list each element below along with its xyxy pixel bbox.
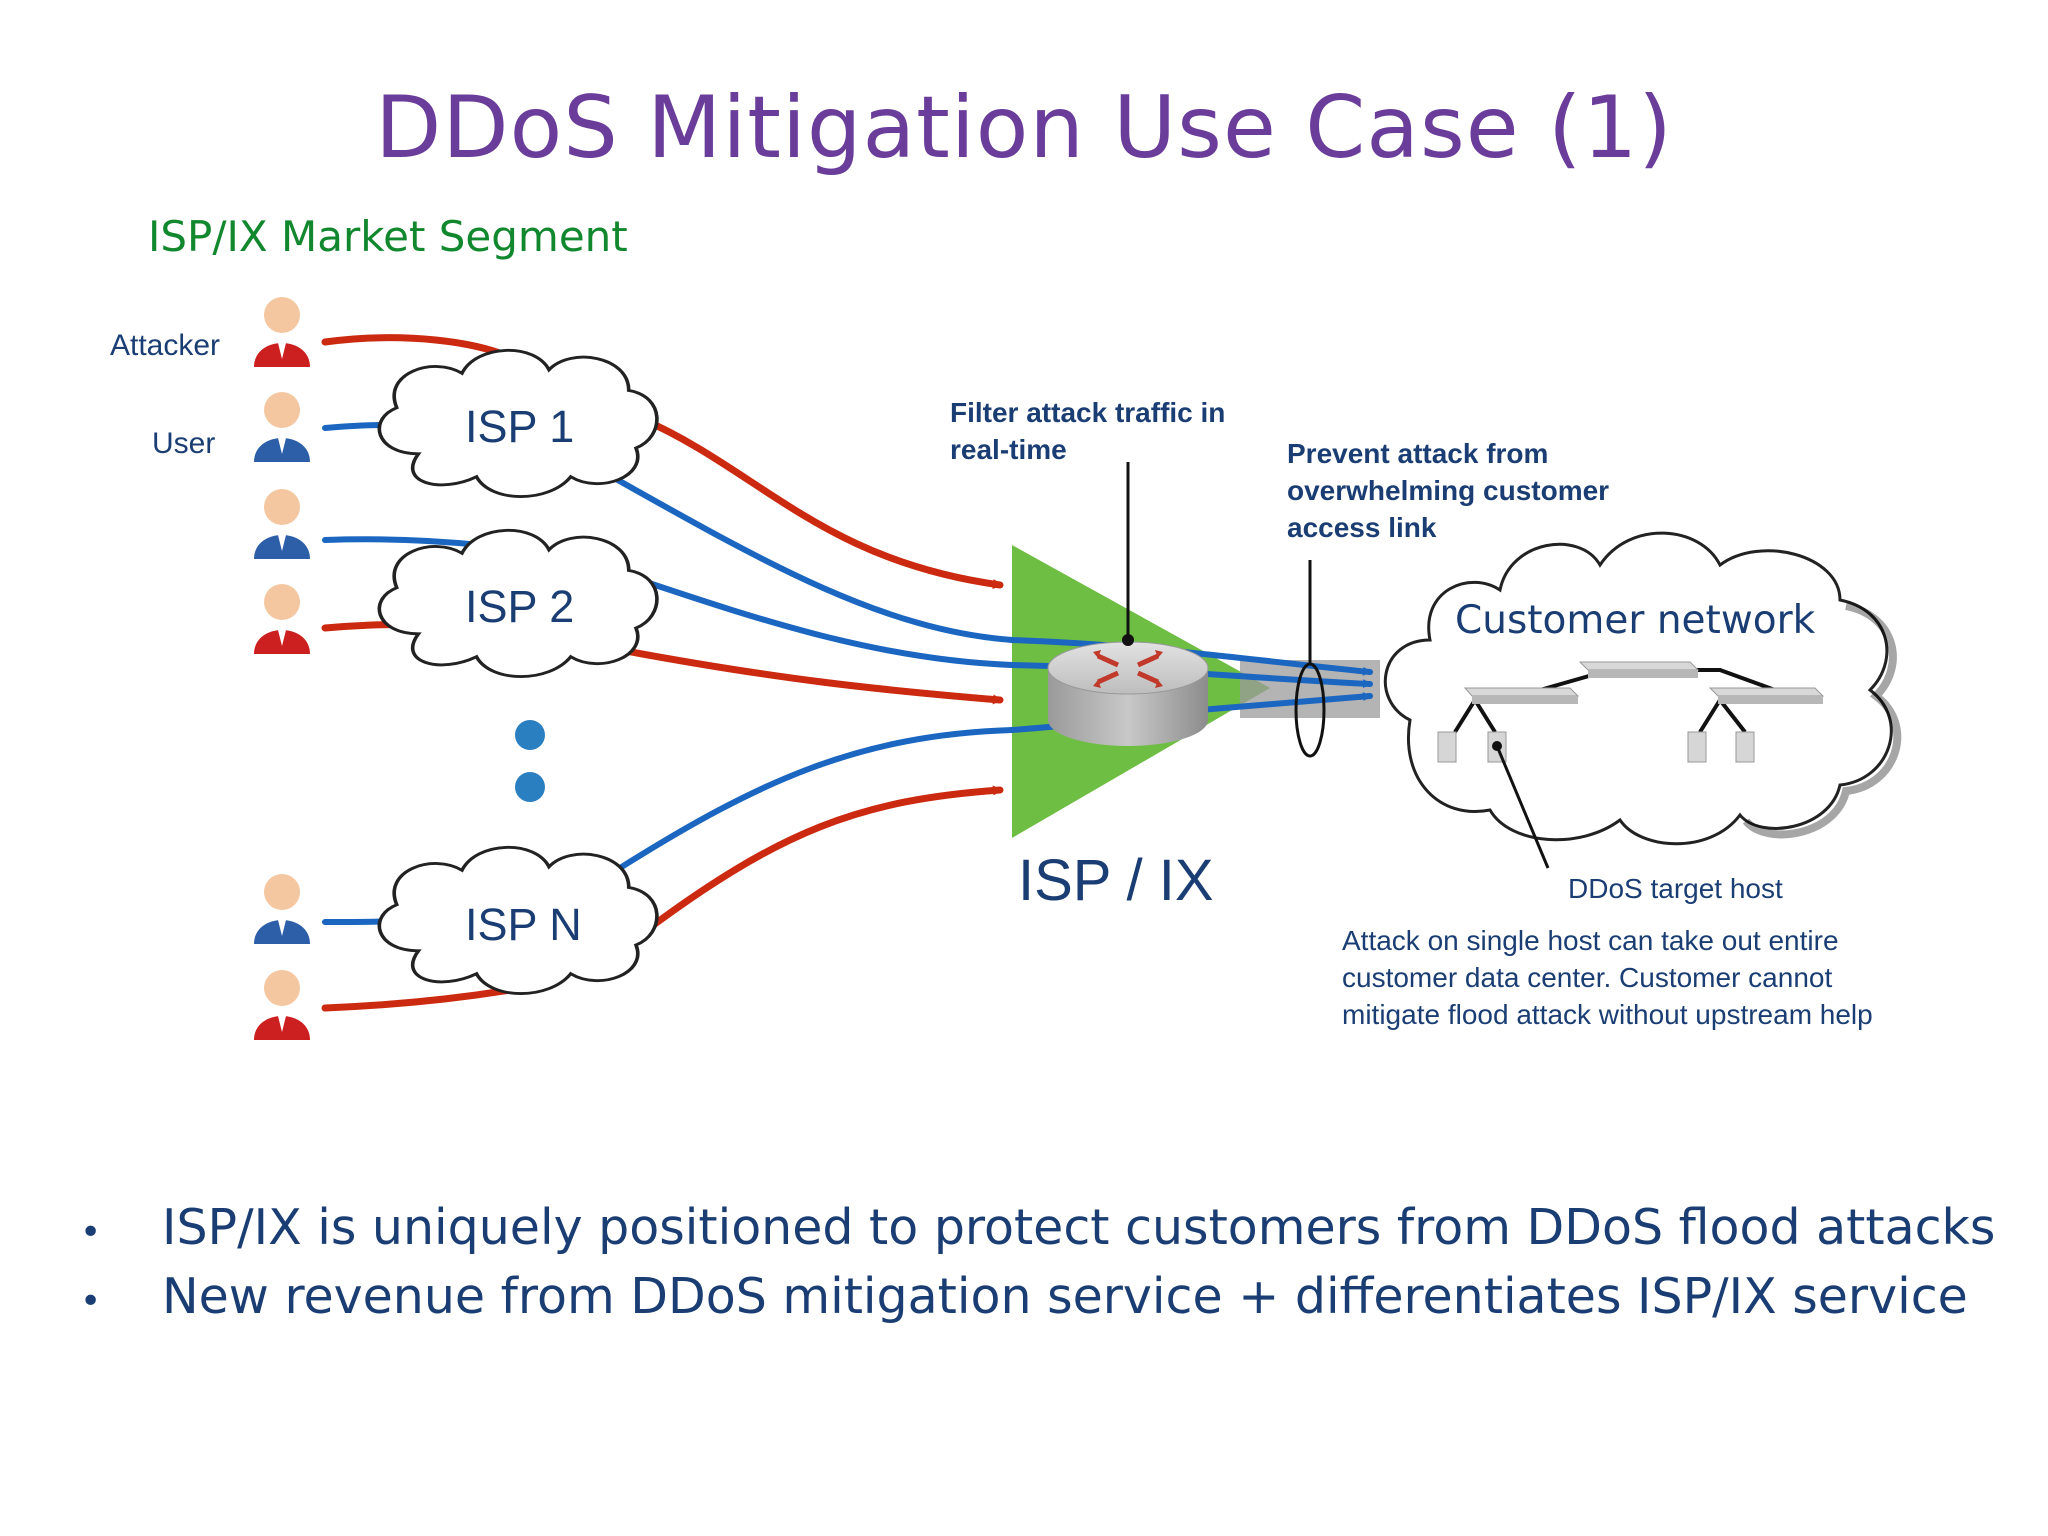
- bullet-text: ISP/IX is uniquely positioned to protect…: [162, 1199, 1996, 1256]
- bullet-text: New revenue from DDoS mitigation service…: [162, 1268, 1968, 1325]
- server-icon: [1687, 731, 1707, 763]
- market-segment-label: ISP/IX Market Segment: [148, 212, 628, 261]
- user-person-icon: [254, 392, 310, 462]
- filter-callout-line-2: real-time: [950, 434, 1067, 465]
- bullet-item: • ISP/IX is uniquely positioned to prote…: [80, 1196, 2020, 1265]
- isp-1-label: ISP 1: [465, 401, 574, 452]
- attacker-person-icon: [254, 970, 310, 1040]
- user-label: User: [152, 427, 215, 460]
- prevent-callout-line-3: access link: [1287, 512, 1437, 543]
- prevent-callout-line-1: Prevent attack from: [1287, 438, 1548, 469]
- switch-icon: [1578, 661, 1700, 678]
- attacker-label: Attacker: [110, 329, 220, 362]
- server-icon: [1437, 731, 1457, 763]
- user-person-icon: [254, 874, 310, 944]
- user-person-icon: [254, 489, 310, 559]
- attack-note-line-3: mitigate flood attack without upstream h…: [1342, 999, 1873, 1030]
- bullet-icon: •: [80, 1281, 102, 1322]
- slide-title: DDoS Mitigation Use Case (1): [375, 78, 1673, 178]
- prevent-callout-line-2: overwhelming customer: [1287, 475, 1609, 506]
- isp-n-label: ISP N: [465, 899, 582, 950]
- more-isps-dot: [515, 772, 545, 802]
- attack-note-line-2: customer data center. Customer cannot: [1342, 962, 1832, 993]
- attacker-person-icon: [254, 297, 310, 367]
- switch-icon: [1463, 687, 1580, 704]
- ddos-target-label: DDoS target host: [1568, 873, 1783, 904]
- customer-network-label: Customer network: [1455, 598, 1816, 643]
- switch-icon: [1708, 687, 1825, 704]
- bullet-icon: •: [80, 1212, 102, 1253]
- server-icon: [1735, 731, 1755, 763]
- more-isps-dot: [515, 720, 545, 750]
- bullet-item: • New revenue from DDoS mitigation servi…: [80, 1265, 2020, 1334]
- user-traffic-lines: [322, 421, 1015, 925]
- router-icon: [1047, 641, 1209, 746]
- attack-note-line-1: Attack on single host can take out entir…: [1342, 925, 1839, 956]
- isp-2-label: ISP 2: [465, 581, 574, 632]
- customer-network-cloud: [1383, 531, 1893, 846]
- attacker-person-icon: [254, 584, 310, 654]
- bullet-list: • ISP/IX is uniquely positioned to prote…: [80, 1196, 2020, 1334]
- filter-callout-line-1: Filter attack traffic in: [950, 397, 1225, 428]
- customer-network-devices: [1437, 661, 1825, 869]
- hub-label: ISP / IX: [1018, 848, 1214, 913]
